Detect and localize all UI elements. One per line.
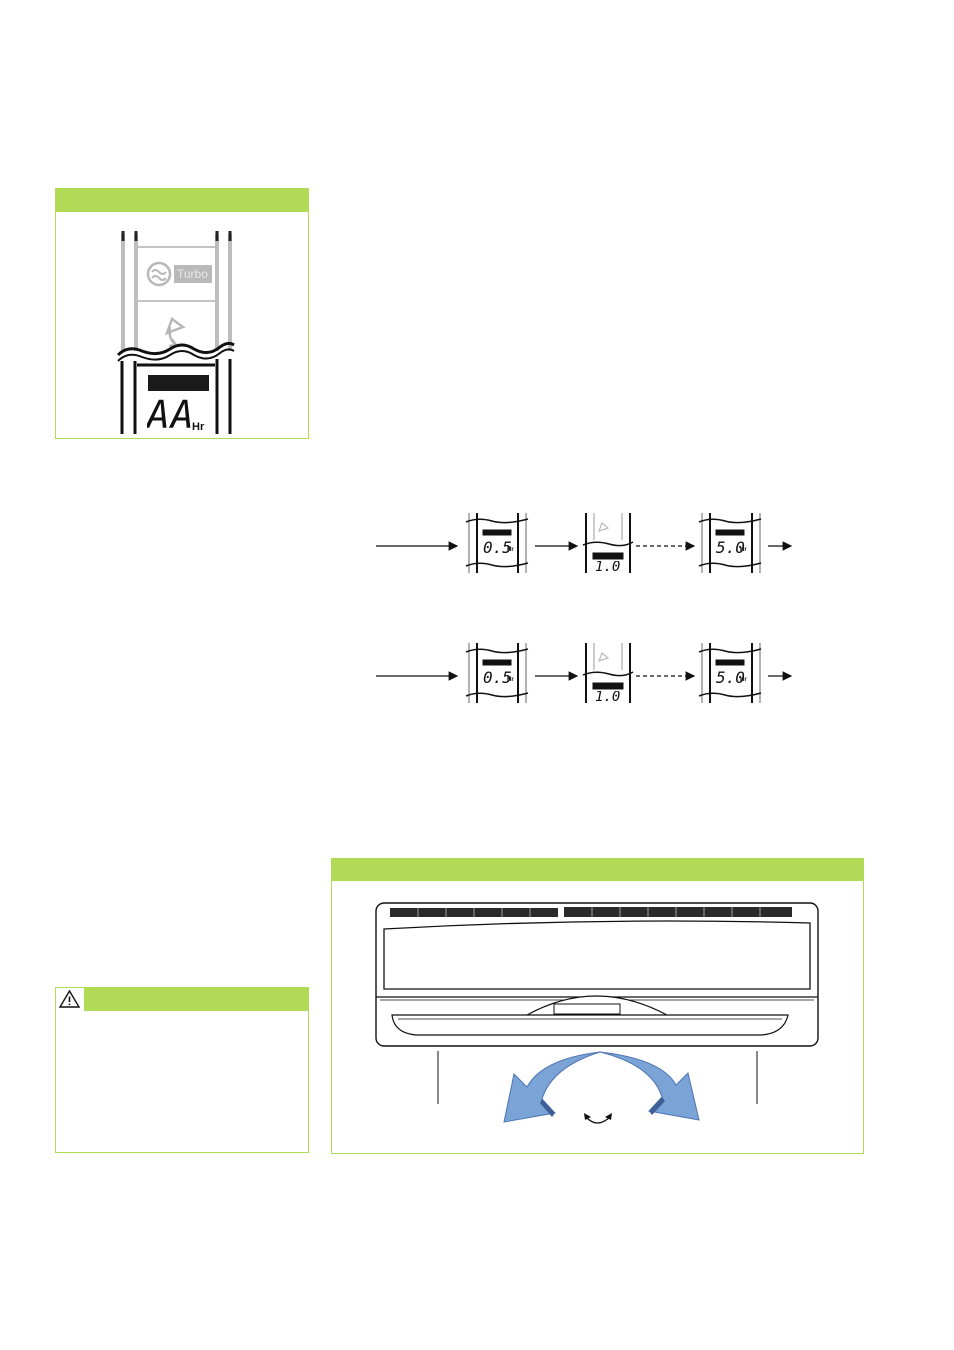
timer-row2-step1-value: 0.5 — [483, 668, 512, 687]
airflow-header-bar — [332, 859, 863, 881]
warning-header-bar — [56, 988, 308, 1011]
timer-row-1 — [376, 513, 793, 573]
timer-row2-step3-unit: Hr — [740, 677, 747, 683]
turbo-icon[interactable] — [146, 261, 172, 287]
airflow-arrows — [503, 1051, 700, 1123]
remote-display-panel: AA Hr Turbo — [55, 188, 309, 439]
timer-step-1 — [465, 643, 529, 703]
warning-panel — [55, 987, 309, 1153]
timer-row-2 — [376, 643, 793, 703]
timer-row1-step3-unit: Hr — [740, 547, 747, 553]
timer-row2-step2-value: 1.0 — [595, 691, 621, 703]
swing-indicator — [585, 1116, 611, 1124]
timer-step-3 — [698, 513, 762, 573]
timer-sequences — [376, 513, 793, 703]
timer-row2-step3-value: 5.0 — [716, 668, 745, 687]
timer-row2-step1-unit: Hr — [507, 677, 514, 683]
warning-icon — [58, 989, 81, 1008]
display-digits-text: AA — [147, 395, 195, 435]
timer-row1-step2-value: 1.0 — [595, 561, 621, 573]
timer-row1-step3-value: 5.0 — [716, 538, 745, 557]
warning-icon-box — [56, 988, 85, 1011]
display-digits: AA — [147, 395, 197, 435]
airflow-panel — [331, 858, 864, 1154]
remote-illustration — [116, 231, 235, 434]
display-unit: Hr — [192, 421, 205, 433]
timer-step-2 — [582, 643, 634, 703]
timer-step-2 — [582, 513, 634, 573]
indoor-unit-illustration — [375, 902, 819, 1124]
panel-header-bar — [56, 189, 308, 212]
turbo-label: Turbo — [177, 267, 208, 281]
timer-row1-step1-unit: Hr — [507, 547, 514, 553]
timer-row1-step1-value: 0.5 — [483, 538, 512, 557]
timer-step-3 — [698, 643, 762, 703]
timer-step-1 — [465, 513, 529, 573]
